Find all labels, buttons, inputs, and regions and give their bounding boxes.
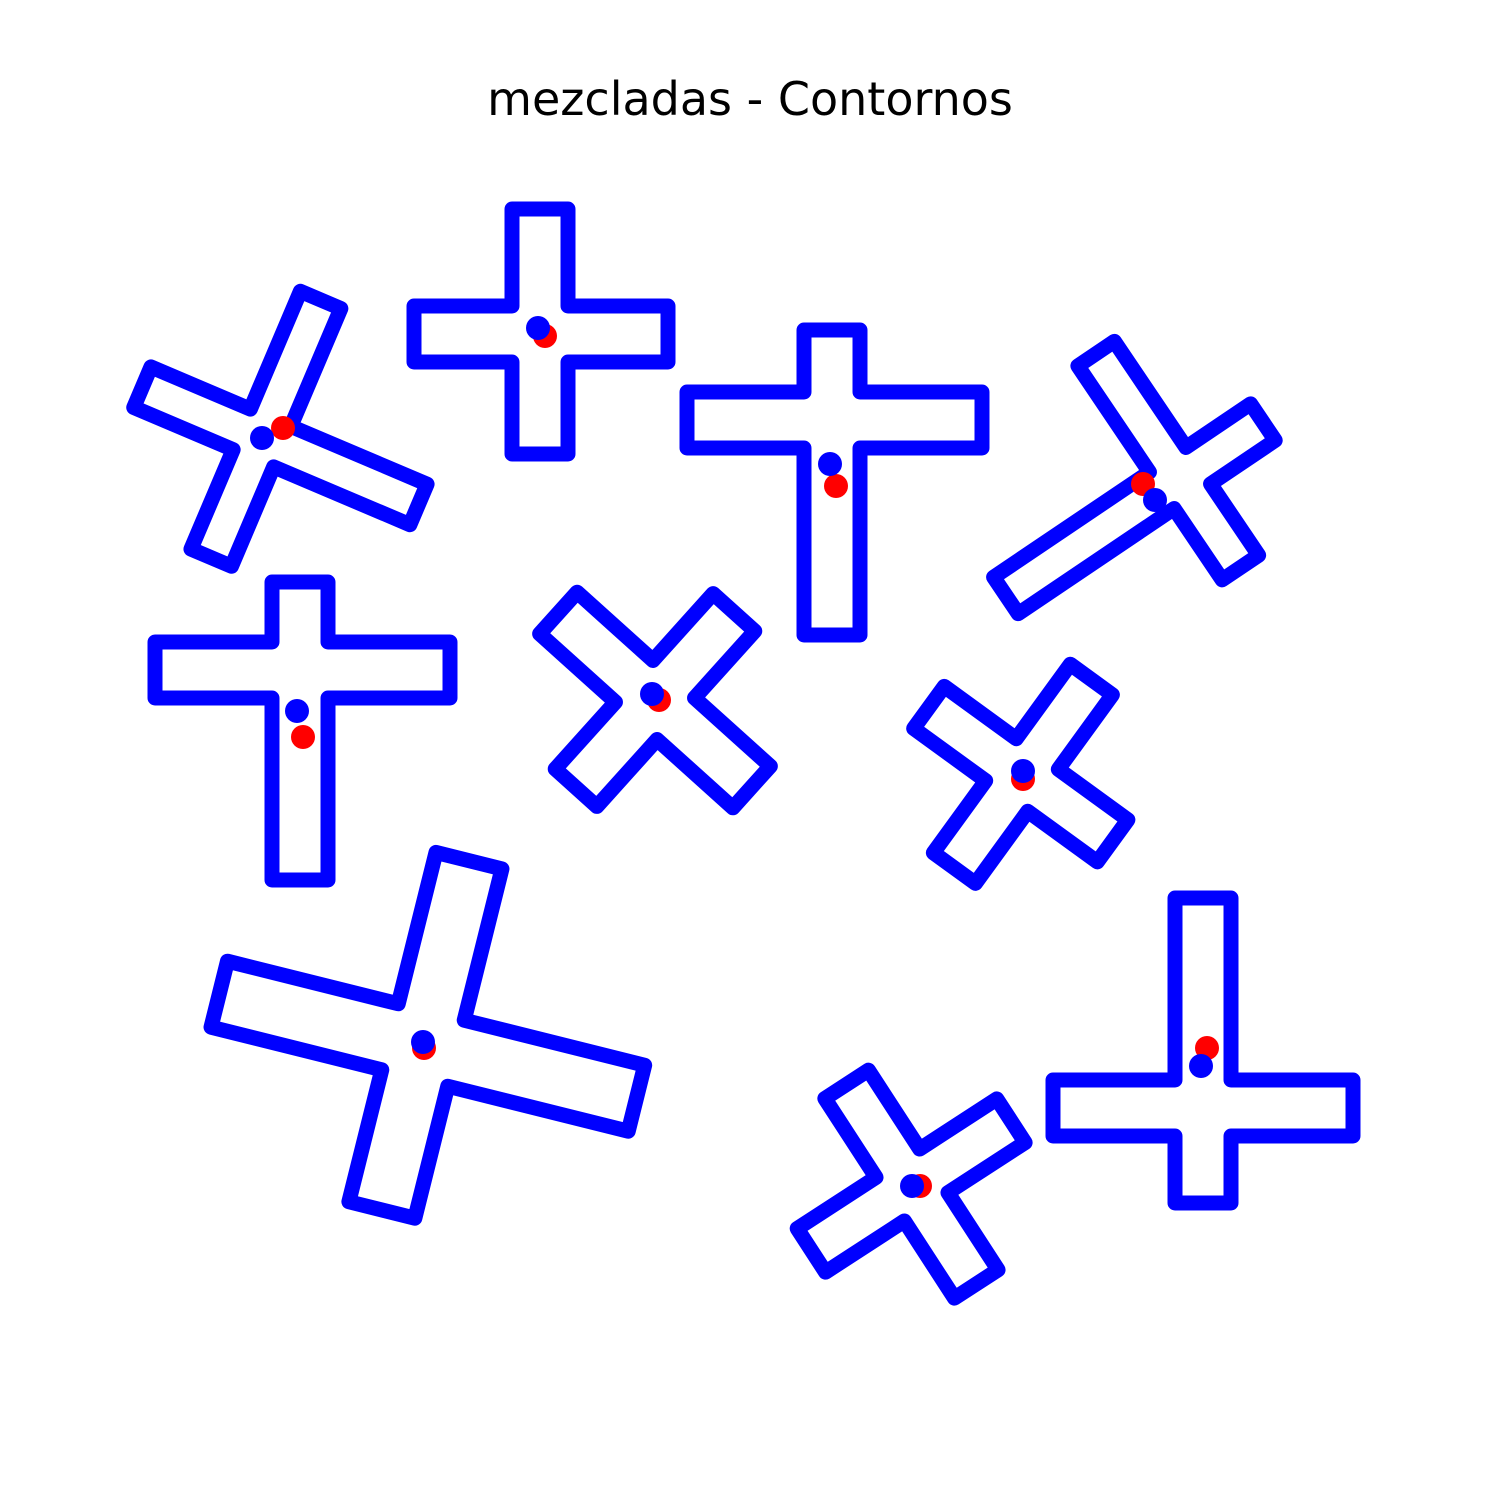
cross-contour-2 bbox=[406, 201, 676, 462]
cross-contour-7 bbox=[906, 656, 1136, 891]
centroid-blue-5 bbox=[285, 699, 309, 723]
cross-contour-8 bbox=[203, 844, 653, 1226]
centroid-blue-8 bbox=[411, 1030, 435, 1054]
centroid-blue-4 bbox=[1143, 488, 1167, 512]
cross-contour-10 bbox=[1045, 890, 1361, 1211]
centroid-blue-7 bbox=[1011, 759, 1035, 783]
centroid-red-5 bbox=[291, 725, 315, 749]
centroid-blue-6 bbox=[640, 682, 664, 706]
cross-contour-6 bbox=[532, 584, 778, 816]
centroid-blue-2 bbox=[526, 316, 550, 340]
cross-contour-5 bbox=[147, 574, 458, 888]
centroid-blue-10 bbox=[1189, 1054, 1213, 1078]
cross-contour-9 bbox=[789, 1062, 1033, 1306]
cross-contour-3 bbox=[679, 322, 990, 643]
centroid-blue-9 bbox=[900, 1174, 924, 1198]
centroid-red-3 bbox=[824, 474, 848, 498]
cross-contour-4 bbox=[986, 333, 1283, 622]
centroid-red-1 bbox=[271, 416, 295, 440]
centroid-blue-3 bbox=[818, 452, 842, 476]
centroid-blue-1 bbox=[250, 426, 274, 450]
page-title: mezcladas - Contornos bbox=[487, 72, 1013, 126]
